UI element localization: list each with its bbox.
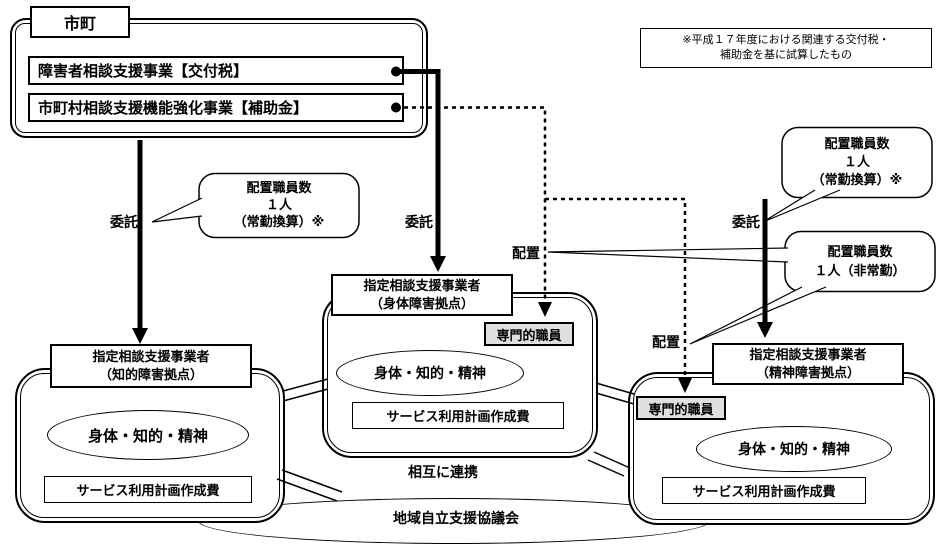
provider-physical-title-box: 指定相談支援事業者 （身体障害拠点） [331,274,513,316]
provider-mental-staff-box: 専門的職員 [636,396,726,420]
callout-staffing-top-right-shape [762,126,933,223]
callout-top-right-line1: 配置職員数 [824,136,890,151]
provider-physical-title: 指定相談支援事業者 [363,278,481,293]
arrow-entrust-middle-head [430,256,446,272]
callout-staffing-bottom-right-text: 配置職員数 １人（非常勤） [785,242,935,280]
arrow-entrust-left-head [132,328,148,344]
callout-top-right-line3: （常勤換算）※ [811,172,903,187]
program-tax-label: 障害者相談支援事業【交付税】 [38,63,249,80]
provider-mental-cost: サービス利用計画作成費 [692,484,836,499]
assign-label-middle: 配置 [512,245,540,261]
callout-bottom-right-line2: １人（非常勤） [814,263,906,278]
program-subsidy-label: 市町村相談支援機能強化事業【補助金】 [38,100,309,117]
program-tax-box: 障害者相談支援事業【交付税】 [28,56,404,85]
callout-staffing-top-right-text: 配置職員数 １人 （常勤換算）※ [782,135,932,189]
provider-physical-cost-box: サービス利用計画作成費 [352,402,564,429]
entrust-label-left: 委託 [110,214,138,230]
note-line1: ※平成１７年度における関連する交付税・ [682,34,890,46]
provider-mental-coverage-ellipse: 身体・知的・精神 [696,426,892,472]
callout-staffing-bottom-right: 配置職員数 １人（非常勤） [540,230,941,348]
municipality-label: 市町 [63,16,96,33]
provider-physical-coverage-ellipse: 身体・知的・精神 [336,350,524,396]
provider-mental-title-box: 指定相談支援事業者 （精神障害拠点） [712,343,904,385]
note-line2: 補助金を基に試算したもの [720,49,852,61]
note-box: ※平成１７年度における関連する交付税・ 補助金を基に試算したもの [640,28,932,68]
program-subsidy-box: 市町村相談支援機能強化事業【補助金】 [28,93,404,122]
provider-mental-title: 指定相談支援事業者 [749,347,867,362]
provider-mental-coverage: 身体・知的・精神 [738,441,850,457]
link-left-council [276,469,343,502]
council-label: 地域自立支援協議会 [393,510,519,526]
callout-left-line3: （常勤換算）※ [233,214,325,229]
provider-physical-coverage: 身体・知的・精神 [374,365,486,381]
cooperation-label: 相互に連携 [408,464,478,480]
provider-intellectual-cost: サービス利用計画作成費 [76,483,220,498]
callout-left-line1: 配置職員数 [246,180,312,195]
provider-intellectual-coverage-ellipse: 身体・知的・精神 [47,410,249,460]
provider-intellectual-cost-box: サービス利用計画作成費 [44,476,252,503]
callout-staffing-bottom-right-shape [547,230,936,345]
provider-physical-subtitle: （身体障害拠点） [369,296,474,311]
provider-physical-cost: サービス利用計画作成費 [386,409,530,424]
municipality-label-box: 市町 [30,6,130,38]
entrust-label-middle: 委託 [405,214,433,230]
provider-mental-subtitle: （精神障害拠点） [755,365,860,380]
callout-staffing-left-shape [151,172,360,239]
callout-left-line2: １人 [265,197,292,212]
provider-mental-staff: 専門的職員 [648,401,714,417]
callout-staffing-left-text: 配置職員数 １人 （常勤換算）※ [199,179,359,230]
callout-staffing-left: 配置職員数 １人 （常勤換算）※ [150,172,362,244]
provider-intellectual-coverage: 身体・知的・精神 [87,427,208,445]
callout-top-right-line2: １人 [843,154,870,169]
link-middle-council [587,451,631,477]
provider-intellectual-title-box: 指定相談支援事業者 （知的障害拠点） [50,344,252,388]
provider-intellectual-subtitle: （知的障害拠点） [98,367,203,382]
callout-bottom-right-line1: 配置職員数 [827,244,893,259]
callout-staffing-top-right: 配置職員数 １人 （常勤換算）※ [745,126,940,226]
provider-mental-cost-box: サービス利用計画作成費 [662,477,866,504]
entrust-label-right: 委託 [732,214,760,230]
council-ellipse [198,498,710,544]
provider-intellectual-title: 指定相談支援事業者 [92,349,210,364]
